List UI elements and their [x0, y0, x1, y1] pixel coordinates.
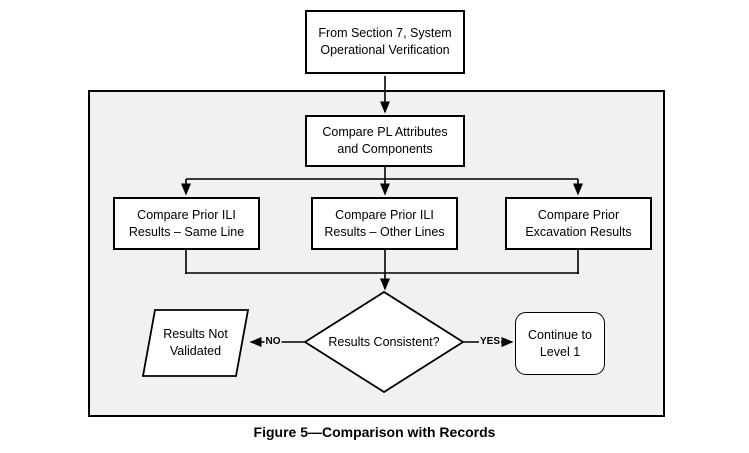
node-excavation-results: Compare Prior Excavation Results [505, 197, 652, 250]
node-ili-same-line: Compare Prior ILI Results – Same Line [113, 197, 260, 250]
node-excavation-line2: Excavation Results [525, 224, 632, 239]
node-compare-pl-line1: Compare PL Attributes [322, 125, 448, 139]
node-start: From Section 7, System Operational Verif… [305, 10, 465, 74]
node-ili-same-line1: Compare Prior ILI [137, 207, 236, 222]
node-ili-other-line1: Compare Prior ILI [335, 207, 434, 222]
node-continue-level1: Continue to Level 1 [515, 312, 605, 375]
decision-diamond-shape [303, 290, 465, 394]
node-continue-line1: Continue to [528, 327, 592, 342]
node-start-line1: From Section 7, System [318, 26, 452, 40]
node-compare-pl-line2: and Components [337, 142, 433, 156]
node-start-line2: Operational Verification [320, 43, 450, 57]
edge-label-yes: YES [478, 336, 502, 348]
edge-label-no: NO [264, 336, 282, 348]
node-excavation-line1: Compare Prior [537, 207, 620, 222]
not-validated-parallelogram-shape [141, 309, 250, 377]
node-continue-line2: Level 1 [539, 344, 581, 359]
node-ili-same-line2: Results – Same Line [128, 224, 245, 239]
node-compare-pl: Compare PL Attributes and Components [305, 115, 465, 167]
figure-caption: Figure 5—Comparison with Records [253, 424, 496, 440]
node-ili-other-lines: Compare Prior ILI Results – Other Lines [311, 197, 458, 250]
node-ili-other-line2: Results – Other Lines [324, 224, 445, 239]
